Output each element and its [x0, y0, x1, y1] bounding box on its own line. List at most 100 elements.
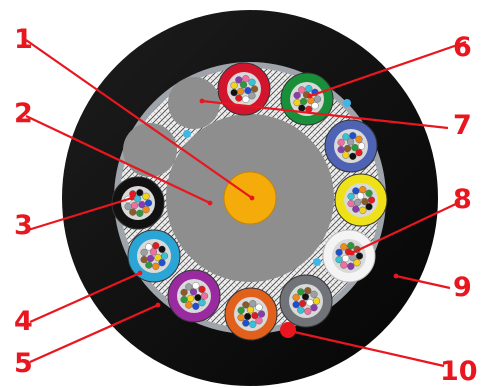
callout-endpoint [307, 93, 313, 99]
fiber [300, 97, 308, 106]
fiber [357, 142, 366, 150]
callout-endpoint [207, 200, 213, 206]
fiber [344, 144, 352, 153]
fiber [292, 293, 300, 302]
fiber [255, 303, 263, 311]
fiber [347, 242, 355, 250]
callout-endpoint [137, 270, 143, 276]
callout-8: 8 [453, 184, 472, 215]
fiber [242, 95, 250, 103]
callout-line [395, 274, 451, 290]
callout-3: 3 [14, 210, 33, 241]
fiber [142, 192, 150, 200]
callout-line [29, 271, 141, 324]
callout-4: 4 [14, 306, 33, 337]
callout-7: 7 [453, 110, 472, 141]
fiber [237, 87, 245, 96]
callout-endpoint [393, 273, 399, 279]
fiber [312, 297, 321, 305]
fiber [359, 206, 367, 214]
binder-dot [183, 130, 191, 138]
callout-line [29, 303, 159, 364]
fiber [347, 192, 355, 201]
fiber [140, 256, 148, 264]
fiber [352, 187, 360, 195]
callout-endpoint [155, 302, 161, 308]
callout-line [201, 99, 449, 130]
fiber [353, 259, 361, 267]
fiber [354, 198, 362, 207]
fiber [124, 203, 132, 211]
buffer-tube [127, 229, 181, 283]
buffer-tube [322, 229, 376, 283]
fiber [250, 85, 259, 93]
binder-dot [313, 258, 321, 266]
buffer-tube [111, 176, 165, 230]
fiber [347, 200, 355, 208]
callout-5: 5 [14, 348, 33, 379]
fiber [365, 189, 373, 197]
callout-endpoint [199, 98, 205, 104]
fiber [298, 86, 306, 94]
fiber [359, 186, 367, 194]
callout-endpoint [129, 195, 135, 201]
buffer-tubes [111, 62, 388, 341]
fiber [337, 138, 345, 147]
fiber [355, 252, 364, 260]
fiber [180, 288, 188, 297]
fiber [367, 196, 376, 204]
fiber [257, 310, 266, 318]
fiber [180, 296, 188, 304]
filler-rod [123, 123, 177, 177]
fiber [355, 135, 363, 143]
fiber [248, 78, 256, 86]
callout-line [289, 329, 445, 368]
fiber [365, 203, 373, 211]
fiber [185, 283, 193, 291]
callout-endpoint [249, 195, 255, 201]
fiber [230, 88, 238, 97]
fiber [342, 133, 350, 141]
fiber [198, 299, 206, 307]
fiber [237, 306, 245, 315]
fiber [337, 146, 345, 154]
callout-line [351, 201, 461, 254]
fiber [310, 304, 318, 312]
fiber [129, 208, 137, 216]
fiber [198, 285, 206, 293]
fiber [249, 300, 257, 308]
fiber [347, 262, 355, 270]
fiber [292, 301, 300, 309]
fiber [140, 248, 148, 257]
fiber [158, 245, 166, 253]
fiber [192, 282, 200, 290]
fiber [200, 292, 209, 300]
fiber [293, 98, 301, 107]
buffer-tube [167, 269, 221, 323]
fiber [298, 104, 306, 112]
fiber [352, 205, 360, 213]
fiber [237, 314, 245, 322]
fiber [299, 299, 307, 308]
fiber [160, 252, 169, 260]
fiber [297, 288, 305, 296]
fiber [242, 301, 250, 309]
callout-endpoint [287, 328, 293, 334]
callout-1: 1 [14, 24, 33, 55]
buffer-tube [224, 287, 278, 341]
fiber [230, 81, 238, 90]
fiber [311, 102, 319, 110]
fiber [335, 248, 343, 257]
fiber [340, 261, 348, 269]
fiber [235, 94, 243, 102]
fiber [297, 306, 305, 314]
fiber [335, 256, 343, 264]
fiber [147, 254, 155, 263]
fiber [158, 259, 166, 267]
buffer-tube [324, 119, 378, 173]
fiber [349, 132, 357, 140]
buffer-tube [279, 274, 333, 328]
fiber [248, 92, 256, 100]
